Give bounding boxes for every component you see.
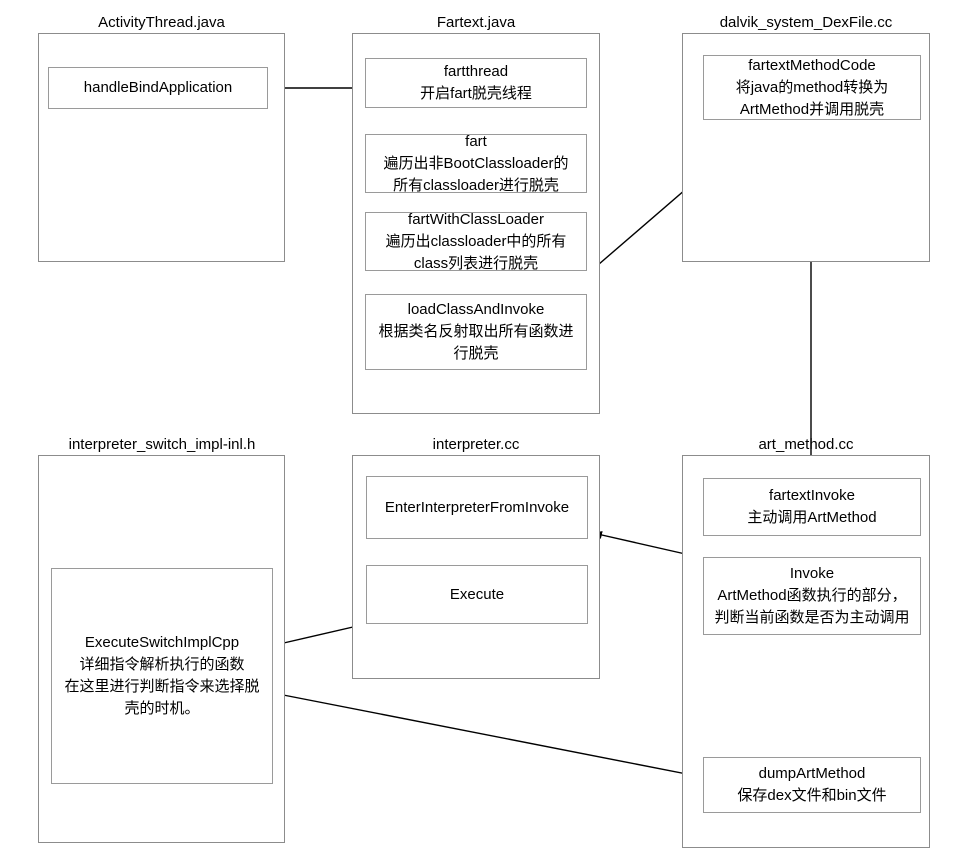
node-line: loadClassAndInvoke (407, 301, 545, 318)
node-loadclassandinvoke[interactable]: loadClassAndInvoke 根据类名反射取出所有函数进 行脱壳 (365, 294, 587, 370)
node-line: EnterInterpreterFromInvoke (384, 498, 570, 516)
node-execute[interactable]: Execute (366, 565, 588, 624)
node-line: 壳的时机。 (124, 700, 200, 717)
node-line: 保存dex文件和bin文件 (737, 787, 887, 804)
group-title-art-method-cc: art_method.cc (758, 436, 854, 453)
node-line: fartthread (443, 63, 509, 80)
node-line: 开启fart脱壳线程 (420, 85, 532, 102)
node-fartthread[interactable]: fartthread 开启fart脱壳线程 (365, 58, 587, 108)
node-line: fart (465, 132, 487, 150)
node-line: fartWithClassLoader (408, 210, 544, 228)
node-line: fartextMethodCode (748, 56, 876, 74)
node-line: 遍历出非BootClassloader的 (383, 154, 569, 172)
node-line: ArtMethod函数执行的部分， (717, 587, 907, 604)
node-line: 行脱壳 (453, 345, 499, 362)
node-line: 详细指令解析执行的函数 (79, 656, 245, 673)
node-line: 主动调用ArtMethod (747, 509, 877, 526)
node-line: Execute (449, 585, 505, 603)
group-title-interpreter-cc: interpreter.cc (432, 436, 520, 453)
node-line: 遍历出classloader中的所有 (385, 232, 567, 250)
node-line: handleBindApplication (83, 79, 233, 96)
node-line: ArtMethod并调用脱壳 (739, 100, 885, 118)
node-line: 根据类名反射取出所有函数进 (378, 323, 574, 340)
edge-executeswitchimplcpp-to-dumpartmethod (272, 692, 703, 780)
node-handlebindapplication[interactable]: handleBindApplication (48, 67, 268, 109)
node-line: Invoke (789, 565, 835, 582)
node-line: 将java的method转换为 (735, 78, 889, 96)
node-line: fartextInvoke (769, 487, 855, 504)
group-title-activity-thread: ActivityThread.java (98, 14, 225, 31)
node-executeswitchimplcpp[interactable]: ExecuteSwitchImplCpp 详细指令解析执行的函数 在这里进行判断… (51, 568, 273, 784)
node-invoke[interactable]: Invoke ArtMethod函数执行的部分， 判断当前函数是否为主动调用 (703, 557, 921, 635)
node-enterinterpreterfrominvoke[interactable]: EnterInterpreterFromInvoke (366, 476, 588, 539)
node-fartextinvoke[interactable]: fartextInvoke 主动调用ArtMethod (703, 478, 921, 536)
node-fartwithclassloader[interactable]: fartWithClassLoader 遍历出classloader中的所有 c… (365, 210, 587, 272)
node-line: 在这里进行判断指令来选择脱 (64, 678, 260, 695)
node-line: ExecuteSwitchImplCpp (84, 634, 240, 651)
node-dumpartmethod[interactable]: dumpArtMethod 保存dex文件和bin文件 (703, 757, 921, 813)
node-fartextmethodcode[interactable]: fartextMethodCode 将java的method转换为 ArtMet… (703, 55, 921, 120)
node-line: class列表进行脱壳 (413, 254, 539, 272)
group-title-dalvik-dexfile: dalvik_system_DexFile.cc (719, 14, 893, 31)
node-fart[interactable]: fart 遍历出非BootClassloader的 所有classloader进… (365, 132, 587, 194)
node-line: 所有classloader进行脱壳 (393, 176, 559, 194)
node-line: 判断当前函数是否为主动调用 (714, 609, 910, 626)
node-line: dumpArtMethod (758, 765, 866, 782)
group-title-interpreter-switch-impl: interpreter_switch_impl-inl.h (68, 436, 256, 453)
group-title-fartext-java: Fartext.java (436, 14, 516, 31)
